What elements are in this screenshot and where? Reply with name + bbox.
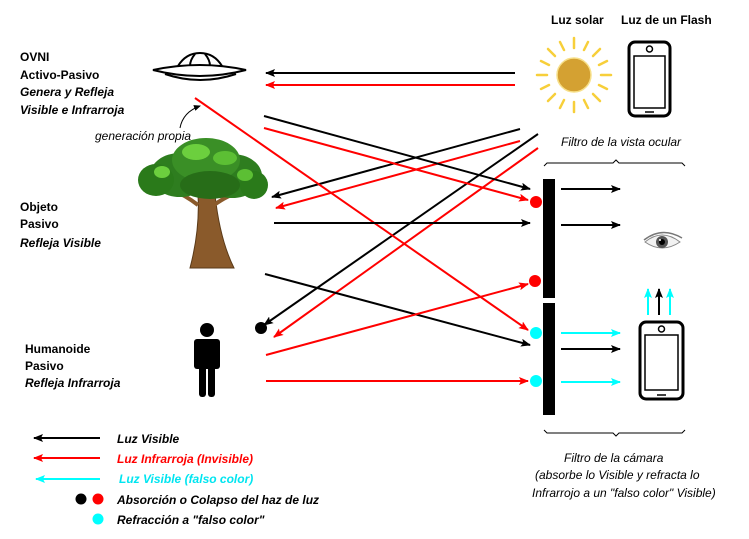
legend-refraction-dot-cyan (92, 513, 104, 525)
camera-phone-icon (638, 320, 685, 401)
legend-absorption-dot-black (75, 493, 87, 505)
tree-title: Objeto (20, 200, 58, 214)
tree-icon (138, 138, 268, 269)
absorption-dot-eye-filter-lower (529, 275, 541, 287)
tree-type: Pasivo (20, 217, 59, 231)
ufo-icon (152, 51, 247, 81)
tree-desc: Refleja Visible (20, 236, 101, 250)
ufo-desc-1: Genera y Refleja (20, 85, 115, 99)
legend-false-color-label: Luz Visible (falso color) (119, 472, 254, 486)
absorption-dot-human (255, 322, 267, 334)
tree-visible-reflection-diagonal (264, 273, 531, 347)
ufo-infrared-generation (194, 97, 529, 331)
generation-annotation-arrow (179, 105, 201, 129)
humanoid-icon (194, 323, 220, 397)
eye-filter-brace (543, 159, 686, 167)
beam-visible-to-human (263, 133, 539, 326)
human-desc: Refleja Infrarroja (25, 376, 121, 390)
flash-label: Luz de un Flash (621, 13, 712, 27)
camera-filter-bar (543, 303, 555, 415)
beam-infrared-to-tree (275, 140, 521, 210)
refraction-dot-camera-lower (530, 375, 542, 387)
camera-filter-label-2: (absorbe lo Visible y refracta lo (535, 468, 700, 482)
flash-phone-icon (627, 40, 672, 118)
eye-icon (643, 231, 683, 249)
absorption-dot-eye-filter-upper (530, 196, 542, 208)
eye-filter-label: Filtro de la vista ocular (561, 135, 682, 149)
eye-filter-bar (543, 179, 555, 298)
camera-filter-label-1: Filtro de la cámara (564, 451, 664, 465)
camera-filter-brace (543, 429, 686, 437)
camera-filter-label-3: Infrarrojo a un "falso color" Visible) (532, 486, 716, 500)
legend-absorption-label: Absorción o Colapso del haz de luz (117, 493, 320, 507)
human-type: Pasivo (25, 359, 64, 373)
ufo-visible-reflection (263, 115, 531, 191)
sun-icon (535, 36, 613, 114)
ufo-annotation: generación propia (95, 129, 192, 143)
ufo-title: OVNI (20, 50, 50, 64)
ufo-type: Activo-Pasivo (20, 68, 100, 82)
legend-absorption-dot-red (92, 493, 104, 505)
ufo-desc-2: Visible e Infrarroja (20, 103, 125, 117)
legend-visible-label: Luz Visible (117, 432, 180, 446)
human-infrared-reflection-diagonal (265, 282, 529, 356)
sun-label: Luz solar (551, 13, 604, 27)
legend-refraction-label: Refracción a "falso color" (117, 513, 265, 527)
human-title: Humanoide (25, 342, 91, 356)
legend-infrared-label: Luz Infrarroja (Invisible) (117, 452, 254, 466)
refraction-dot-camera-upper (530, 327, 542, 339)
ufo-infrared-reflection (263, 127, 529, 202)
